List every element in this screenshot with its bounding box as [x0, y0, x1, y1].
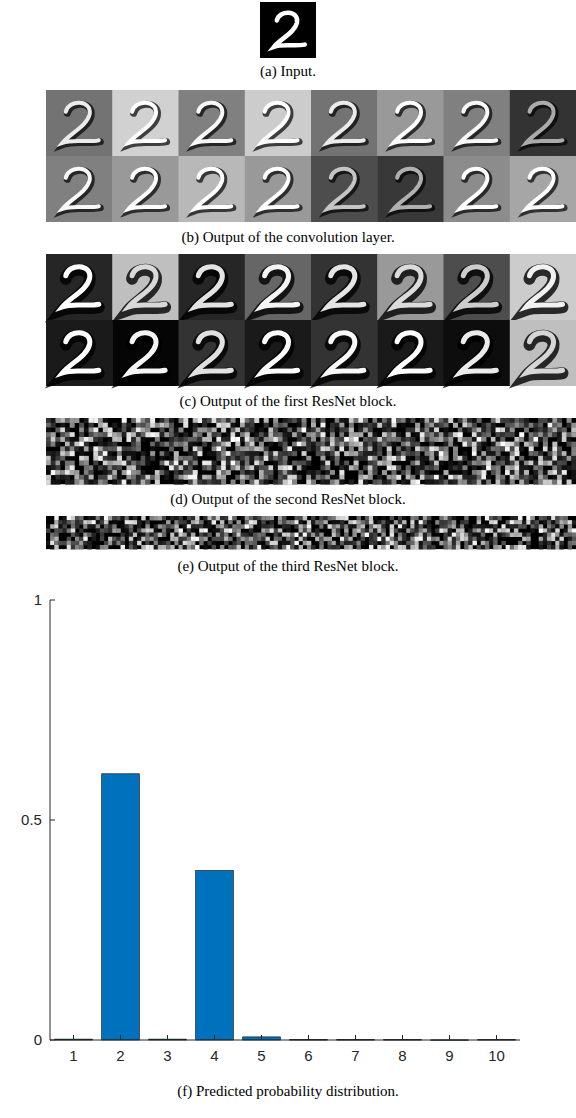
resnet2-feature-maps [46, 418, 576, 485]
x-tick-label: 1 [69, 1047, 77, 1064]
x-tick [449, 1035, 450, 1040]
input-image [260, 2, 316, 58]
y-tick [50, 600, 55, 601]
x-tick [167, 1035, 168, 1040]
resnet3-feature-maps [46, 516, 576, 549]
subfigure-caption: (f) Predicted probability distribution. [177, 1083, 399, 1100]
probability-bar [102, 774, 140, 1040]
x-tick-label: 7 [351, 1047, 359, 1064]
subfigure-caption: (d) Output of the second ResNet block. [170, 491, 405, 508]
y-tick-label: 0.5 [21, 811, 42, 828]
y-tick-label: 0 [34, 1031, 42, 1048]
subfigure-caption: (a) Input. [260, 63, 316, 80]
x-tick [496, 1035, 497, 1040]
input-digit [274, 13, 305, 47]
x-tick-label: 5 [257, 1047, 265, 1064]
subfigure-caption: (c) Output of the first ResNet block. [180, 393, 397, 410]
x-tick-label: 4 [210, 1047, 218, 1064]
x-tick-label: 2 [116, 1047, 124, 1064]
x-tick [73, 1035, 74, 1040]
subfigure-caption: (e) Output of the third ResNet block. [177, 558, 398, 575]
y-tick [50, 820, 55, 821]
conv-feature-maps [46, 90, 576, 222]
x-tick [120, 1035, 121, 1040]
x-tick [402, 1035, 403, 1040]
x-tick [355, 1035, 356, 1040]
y-tick-label: 1 [34, 591, 42, 608]
x-tick [214, 1035, 215, 1040]
resnet1-feature-maps [46, 254, 576, 386]
x-tick [308, 1035, 309, 1040]
y-tick [50, 1040, 55, 1041]
x-tick-label: 10 [488, 1047, 505, 1064]
subfigure-caption: (b) Output of the convolution layer. [181, 229, 394, 246]
x-tick-label: 3 [163, 1047, 171, 1064]
probability-bar [196, 871, 234, 1040]
x-tick-label: 6 [304, 1047, 312, 1064]
x-tick-label: 8 [398, 1047, 406, 1064]
x-tick-label: 9 [445, 1047, 453, 1064]
x-tick [261, 1035, 262, 1040]
bar-chart [50, 600, 520, 1040]
